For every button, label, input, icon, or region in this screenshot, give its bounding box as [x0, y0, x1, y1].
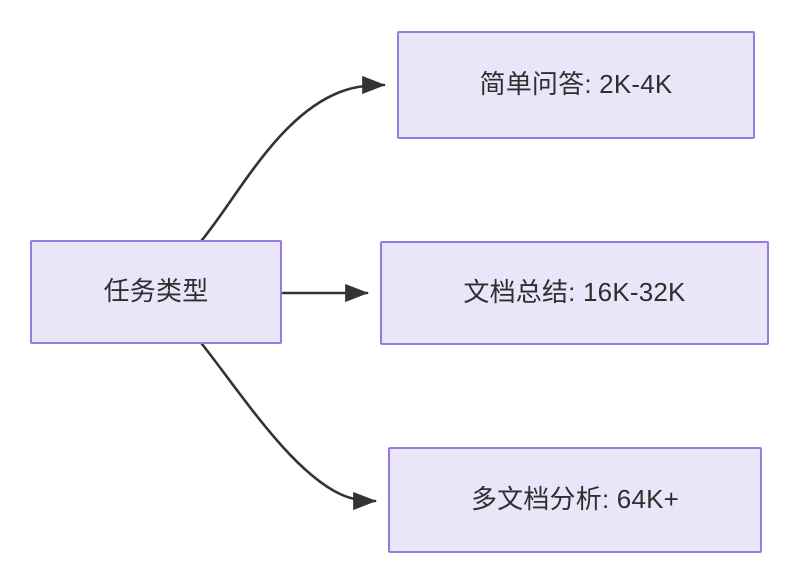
node-simple-qa[interactable]: 简单问答: 2K-4K — [397, 31, 755, 139]
edge-source-to-multi-doc — [200, 342, 377, 511]
edge-source-to-simple-qa — [200, 75, 386, 242]
node-multi-doc[interactable]: 多文档分析: 64K+ — [388, 447, 762, 553]
node-doc-summary-label: 文档总结: 16K-32K — [463, 277, 686, 308]
node-task-type-label: 任务类型 — [103, 276, 209, 307]
node-task-type[interactable]: 任务类型 — [30, 240, 282, 344]
node-simple-qa-label: 简单问答: 2K-4K — [479, 69, 673, 100]
node-multi-doc-label: 多文档分析: 64K+ — [470, 484, 680, 515]
node-doc-summary[interactable]: 文档总结: 16K-32K — [380, 241, 769, 345]
